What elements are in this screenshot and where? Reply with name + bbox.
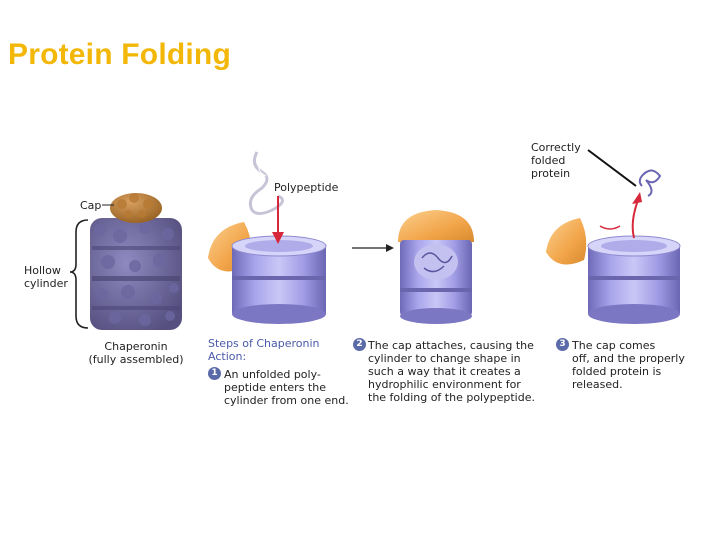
- step-1-text: An unfolded poly- peptide enters the cyl…: [224, 368, 349, 407]
- chaperonin-label: Chaperonin (fully assembled): [88, 340, 184, 366]
- step-1-badge: 1: [208, 367, 221, 380]
- cylinder-brace: [69, 219, 89, 329]
- steps-heading: Steps of Chaperonin Action:: [208, 337, 320, 363]
- step-2-text: The cap attaches, causing the cylinder t…: [368, 339, 535, 404]
- step3-illustration: [546, 149, 681, 324]
- page-title: Protein Folding: [8, 38, 231, 71]
- cap-label: Cap: [80, 199, 102, 212]
- hollow-cylinder-label: Hollow cylinder: [24, 264, 68, 290]
- step-2-badge: 2: [353, 338, 366, 351]
- correctly-folded-label: Correctly folded protein: [531, 141, 581, 180]
- step2-illustration: [398, 210, 474, 324]
- step-3-badge: 3: [556, 338, 569, 351]
- step1-illustration: [208, 151, 327, 324]
- step-3-text: The cap comes off, and the properly fold…: [572, 339, 685, 391]
- polypeptide-label: Polypeptide: [274, 181, 339, 194]
- chaperonin-model: [90, 193, 182, 330]
